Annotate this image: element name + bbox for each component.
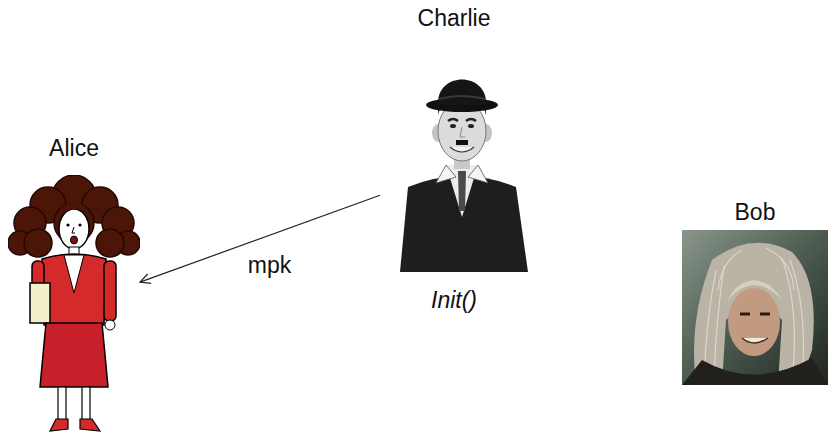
label-slot: mpk <box>245 252 294 278</box>
name-slot: Init() <box>431 287 477 313</box>
person-name: Charlie <box>418 5 491 31</box>
bob-photo <box>682 230 828 385</box>
charlie-photo <box>380 65 528 272</box>
person-name: Alice <box>49 135 99 161</box>
function-call: Init() <box>431 287 477 313</box>
person-name: Bob <box>735 199 776 225</box>
name-slot: Alice <box>49 135 99 161</box>
person-figure: Bob <box>682 230 828 385</box>
name-slot: Charlie <box>418 5 491 31</box>
message-label: mpk <box>245 252 294 278</box>
person-figure: CharlieInit() <box>380 65 528 272</box>
name-slot: Bob <box>735 199 776 225</box>
alice-cartoon <box>8 175 140 437</box>
person-figure: Alice <box>8 175 140 437</box>
message-arrow <box>140 195 380 282</box>
